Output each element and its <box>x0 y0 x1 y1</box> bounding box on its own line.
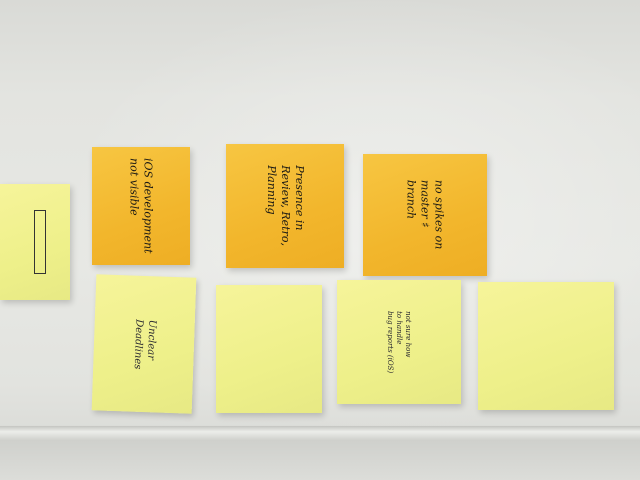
drawn-rectangle <box>34 210 46 274</box>
wall-base <box>0 440 640 480</box>
note-text-bug-reports: not sure how to handle bug reports (iOS) <box>386 310 413 374</box>
sticky-note-ios: iOS development not visible <box>92 147 190 265</box>
sticky-note-deadlines: Unclear Deadlines <box>91 274 197 414</box>
note-text-deadlines: Unclear Deadlines <box>132 318 158 370</box>
sticky-note-unreadable-2 <box>478 282 614 410</box>
note-text-presence: Presence in Review, Retro, Planning <box>265 165 306 247</box>
sticky-note-presence: Presence in Review, Retro, Planning <box>226 144 344 268</box>
whiteboard-ledge <box>0 426 640 440</box>
sticky-note-left-partial <box>0 184 70 300</box>
sticky-note-spikes: no spikes on master ♯ branch <box>363 154 487 276</box>
note-text-ios: iOS development not visible <box>127 158 155 254</box>
sticky-note-unreadable-1 <box>216 285 322 413</box>
sticky-note-bug-reports: not sure how to handle bug reports (iOS) <box>337 280 461 404</box>
note-text-spikes: no spikes on master ♯ branch <box>405 180 446 250</box>
